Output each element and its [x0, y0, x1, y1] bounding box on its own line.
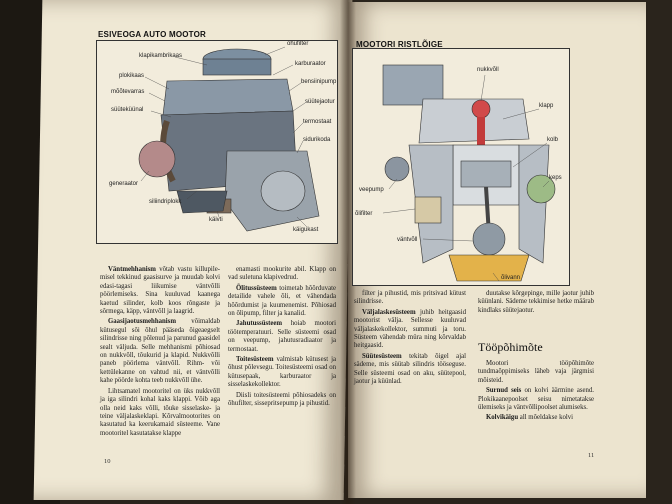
label-vantvoll: väntvõll [397, 237, 418, 243]
left-page-column-1: Väntmehhanism võtab vastu kil­lu­pi­le­m… [100, 266, 220, 440]
label-suutekuunal: süüteküünal [111, 107, 144, 113]
label-karburaator: karburaator [295, 61, 326, 67]
page-number-left: 10 [104, 458, 111, 465]
section-heading: Tööpõhimõte [478, 340, 543, 354]
label-kaigukast: käigukast [293, 227, 319, 233]
label-generaator: generaator [109, 181, 139, 187]
page-number-right: 11 [588, 452, 595, 459]
right-page-column-3: Mootori tööpõhimõte tundmaõppimiseks läh… [478, 360, 594, 425]
paragraph: Väntmehhanism võtab vastu kil­lu­pi­le­m… [100, 266, 220, 316]
label-kaivti: käivti [209, 217, 223, 223]
label-keps: keps [549, 175, 562, 181]
running-head-right: MOOTORI RISTLÕIGE [356, 40, 443, 49]
label-suutejaotur: süütejaotur [305, 99, 335, 105]
right-page-column-1: filter ja pihustid, mis pritsivad kütust… [354, 290, 466, 388]
paragraph: Jahutussüsteem hoiab mootori töötemperat… [228, 320, 336, 353]
running-head-left: ESIVEOGA AUTO MOOTOR [98, 30, 207, 39]
paragraph: Süütesüsteem tekitab õigel ajal sädeme, … [354, 352, 466, 386]
label-olivann: õlivann [501, 275, 521, 281]
label-plokikaas: plokikaas [119, 73, 145, 79]
label-klapp: klapp [539, 103, 554, 109]
label-mootevarras: mõõtevarras [111, 89, 145, 95]
label-bensiinipump: bensiinipump [301, 79, 337, 85]
paragraph: Õlitussüsteem toimetab hõõrduvate detail… [228, 284, 336, 318]
paragraph: Toitesüsteem valmistab kütusest ja õhust… [228, 356, 336, 389]
label-siliindriplokk: siliindriplokk [149, 199, 182, 205]
right-page-column-2: duutakse kõrgepinge, mille jaotur juhib … [478, 290, 594, 317]
paragraph: enamasti mookurite abil. Klapp on vad su… [228, 266, 336, 282]
label-sidurikoda: sidurikoda [303, 137, 331, 143]
paragraph: Surnud seis on kolvi äärmine asend. Plok… [478, 387, 594, 412]
paragraph: filter ja pihustid, mis pritsivad kütust… [354, 290, 466, 306]
engine-cross-section-figure: nukkvõll klapp kolb keps veepump õlifilt… [352, 48, 570, 286]
engine-exterior-illustration [97, 41, 337, 243]
paragraph: Mootori tööpõhimõte tundmaõppimiseks läh… [478, 360, 594, 384]
label-kolb: kolb [547, 137, 559, 143]
paragraph: Diisli toitesüsteemi põhiosadeks on õhuf… [228, 391, 336, 408]
left-page-column-2: enamasti mookurite abil. Klapp on vad su… [228, 266, 336, 411]
paragraph: Väljalaskesüsteem juhib heitgaasid mooto… [354, 308, 466, 350]
label-olifilter: õlifilter [355, 211, 373, 217]
engine-cross-section-illustration [353, 49, 569, 285]
label-ohufilter: õhufilter [287, 41, 309, 47]
paragraph: Kolvikäigu all mõeldakse kolvi [486, 414, 574, 422]
label-termostaat: termostaat [303, 119, 332, 125]
label-nukkvoll: nukkvõll [477, 67, 499, 73]
paragraph: Lihtsamatel mootoritel on üks nukkvõll j… [100, 387, 220, 437]
paragraph: Gaasijaotusmehhanism võimaldab kütusegul… [100, 318, 220, 385]
label-klapikambrikaas: klapikambrikaas [139, 53, 183, 59]
paragraph: duutakse kõrgepinge, mille jaotur juhib … [478, 290, 594, 314]
label-veepump: veepump [359, 187, 384, 193]
engine-exterior-figure: klapikambrikaas plokikaas mõõtevarras sü… [96, 40, 338, 244]
